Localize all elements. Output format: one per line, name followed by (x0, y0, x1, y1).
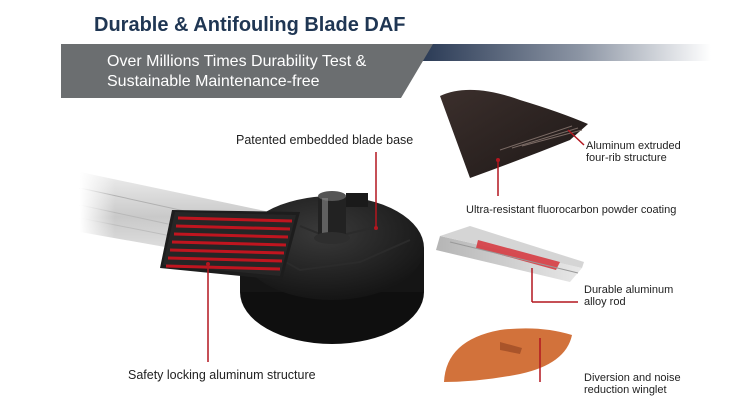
callout-alloy-rod-line-2: alloy rod (584, 296, 626, 308)
locking-plate (160, 210, 300, 280)
callout-alloy-rod-line-1: Durable aluminum (584, 284, 674, 296)
callout-alloy-rod: Durable aluminum alloy rod (584, 284, 673, 308)
banner-line-1: Over Millions Times Durability Test & (107, 53, 367, 70)
aluminum-rod (436, 226, 584, 303)
subtitle-banner: Over Millions Times Durability Test & Su… (61, 44, 711, 98)
banner-line-2: Sustainable Maintenance-free (107, 73, 320, 90)
callout-coating: Ultra-resistant fluorocarbon powder coat… (466, 204, 677, 216)
page-title: Durable & Antifouling Blade DAF (94, 14, 406, 36)
callout-winglet: Diversion and noise reduction winglet (584, 372, 681, 396)
winglet (444, 328, 572, 382)
callout-blade-base: Patented embedded blade base (236, 133, 414, 147)
banner-text: Over Millions Times Durability Test & Su… (107, 52, 366, 92)
callout-four-rib: Aluminum extruded four-rib structure (586, 140, 681, 164)
callout-lines-main (206, 152, 378, 362)
callout-four-rib-line-2: four-rib structure (586, 152, 667, 164)
four-rib-blade (440, 89, 588, 196)
callout-safety-locking: Safety locking aluminum structure (128, 368, 316, 382)
callout-winglet-line-2: reduction winglet (584, 384, 667, 396)
callout-four-rib-line-1: Aluminum extruded (586, 140, 681, 152)
callout-winglet-line-1: Diversion and noise (584, 372, 681, 384)
banner-background (61, 44, 711, 98)
